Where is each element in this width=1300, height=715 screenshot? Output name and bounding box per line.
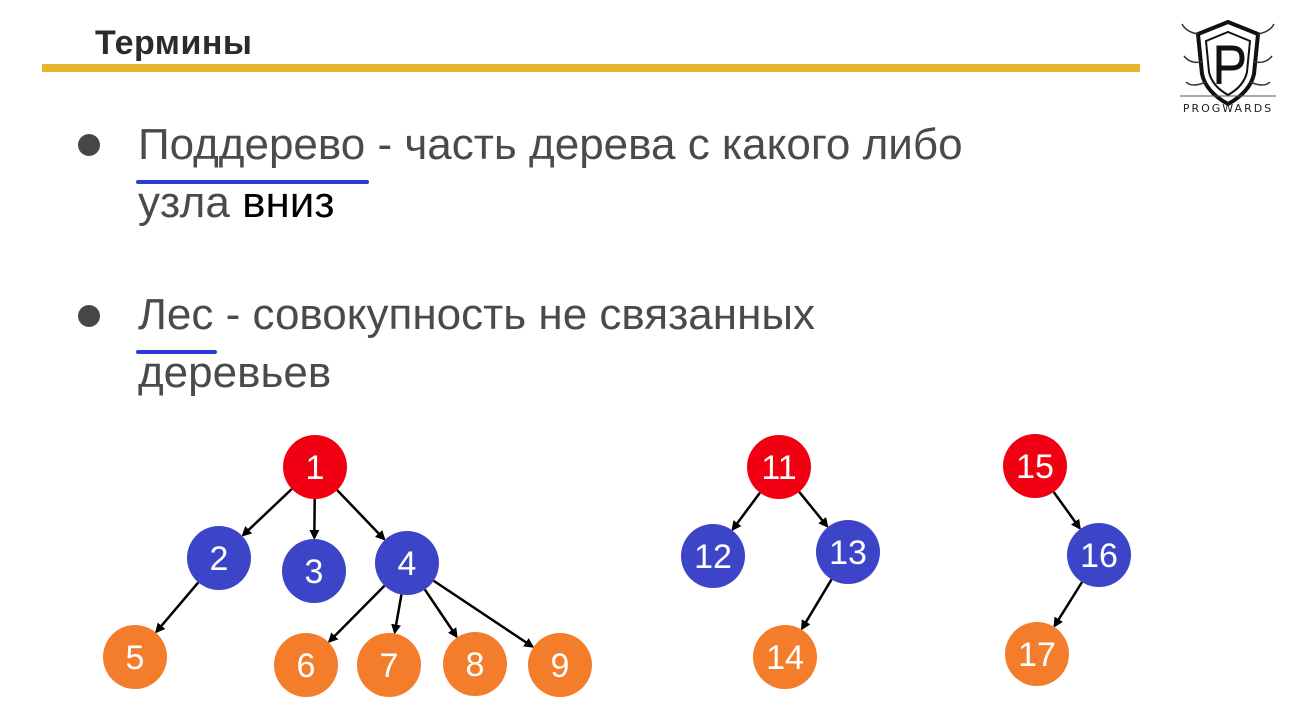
- tree-node-16: 16: [1067, 523, 1131, 587]
- node-label: 13: [829, 534, 867, 572]
- node-label: 8: [466, 646, 485, 684]
- node-circle: [1003, 434, 1067, 498]
- node-label: 17: [1018, 636, 1056, 674]
- bullet-forest: Лес - совокупность не связанных деревьев: [136, 286, 815, 402]
- bullet-text-line2: узла: [138, 178, 243, 227]
- node-label: 1: [306, 449, 325, 487]
- node-label: 3: [305, 553, 324, 591]
- bullet-text: - часть дерева с какого либо: [365, 120, 963, 169]
- edge-4-9: [432, 579, 535, 648]
- bullet-subtree: Поддерево - часть дерева с какого либо у…: [136, 116, 963, 232]
- term-forest: Лес: [136, 286, 218, 354]
- tree-node-9: 9: [528, 633, 592, 697]
- title-accent-bar: [42, 64, 1140, 72]
- node-circle: [103, 625, 167, 689]
- node-circle: [747, 435, 811, 499]
- tree-node-4: 4: [375, 531, 439, 595]
- node-label: 5: [126, 639, 145, 677]
- node-label: 7: [380, 647, 399, 685]
- tree-node-7: 7: [357, 633, 421, 697]
- bullet-text-handwritten: вниз: [242, 178, 335, 227]
- edge-4-7: [391, 594, 403, 635]
- tree-node-13: 13: [816, 520, 880, 584]
- node-label: 12: [694, 538, 732, 576]
- tree-node-2: 2: [187, 526, 251, 590]
- edge-2-5: [155, 581, 200, 634]
- node-circle: [282, 539, 346, 603]
- node-label: 15: [1016, 448, 1054, 486]
- bullet-text: - совокупность не связанных: [213, 290, 815, 339]
- node-circle: [528, 633, 592, 697]
- node-circle: [753, 625, 817, 689]
- node-circle: [443, 632, 507, 696]
- tree-node-17: 17: [1005, 622, 1069, 686]
- node-circle: [357, 633, 421, 697]
- tree-node-5: 5: [103, 625, 167, 689]
- term-underline: [136, 180, 370, 184]
- slide-title: Термины: [95, 24, 253, 62]
- node-label: 6: [297, 647, 316, 685]
- node-circle: [681, 524, 745, 588]
- edge-4-6: [327, 584, 386, 643]
- edge-13-14: [800, 578, 833, 631]
- tree-node-1: 1: [283, 435, 347, 499]
- tree-node-15: 15: [1003, 434, 1067, 498]
- bullet-text-line2: деревьев: [138, 348, 332, 397]
- node-circle: [283, 435, 347, 499]
- node-circle: [274, 633, 338, 697]
- edge-4-8: [423, 588, 458, 639]
- tree-node-3: 3: [282, 539, 346, 603]
- edge-1-2: [241, 488, 293, 537]
- node-circle: [816, 520, 880, 584]
- node-label: 16: [1080, 537, 1118, 575]
- edge-11-12: [731, 491, 761, 532]
- node-label: 9: [551, 647, 570, 685]
- bullet-dot: [78, 134, 100, 156]
- term-subtree: Поддерево: [136, 116, 370, 184]
- progwards-logo-icon: [1180, 19, 1276, 107]
- node-circle: [187, 526, 251, 590]
- node-label: 11: [761, 449, 796, 487]
- tree-node-12: 12: [681, 524, 745, 588]
- node-circle: [1005, 622, 1069, 686]
- tree-node-8: 8: [443, 632, 507, 696]
- tree-node-14: 14: [753, 625, 817, 689]
- node-circle: [375, 531, 439, 595]
- tree-node-6: 6: [274, 633, 338, 697]
- edge-11-13: [798, 491, 829, 528]
- edge-16-17: [1053, 581, 1084, 628]
- node-label: 4: [398, 545, 417, 583]
- bullet-dot: [78, 305, 100, 327]
- node-circle: [1067, 523, 1131, 587]
- tree-node-11: 11: [747, 435, 811, 499]
- node-label: 2: [210, 540, 229, 578]
- node-label: 14: [766, 639, 804, 677]
- logo-text: PROGWARDS: [1182, 102, 1274, 115]
- edge-15-16: [1052, 491, 1081, 530]
- term-underline: [136, 350, 218, 354]
- edge-1-4: [336, 489, 386, 541]
